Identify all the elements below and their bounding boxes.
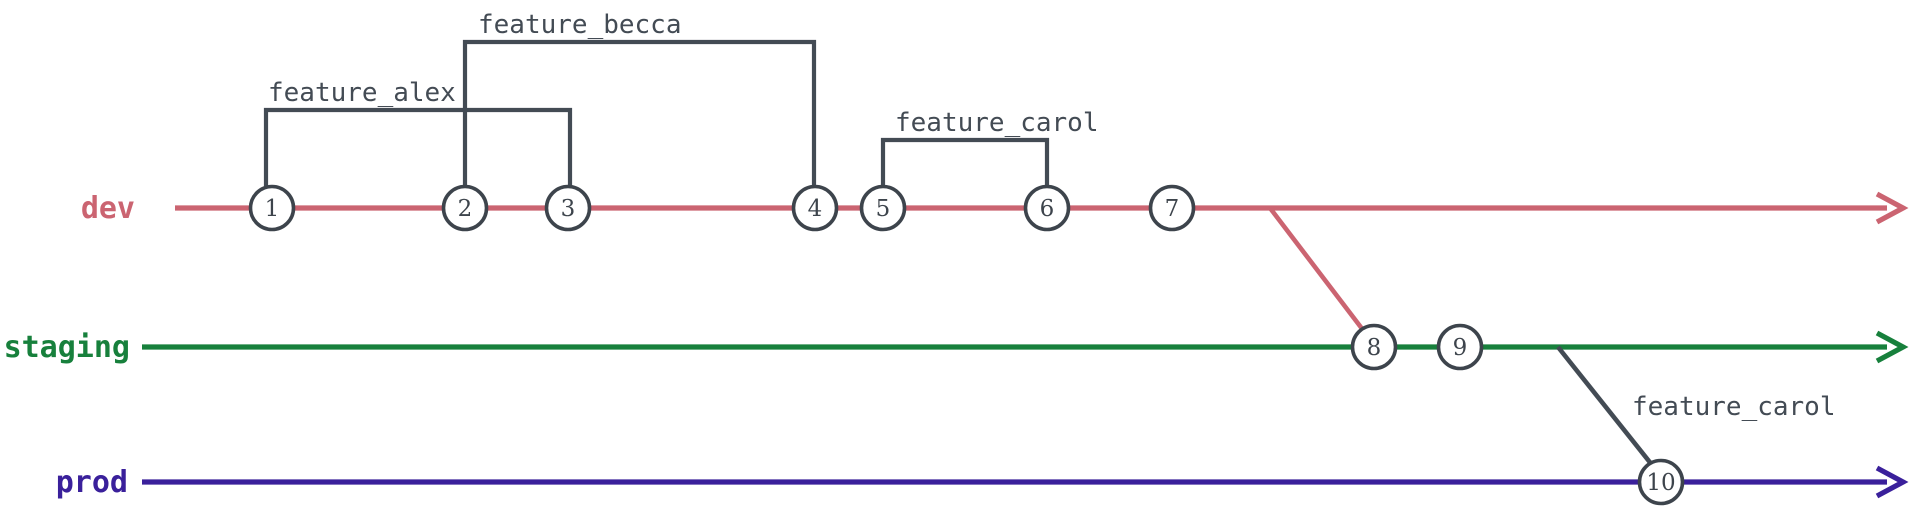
commit-number-1: 1: [265, 196, 280, 222]
branch-arrow-staging: [1875, 330, 1909, 364]
commit-node-2[interactable]: 2: [441, 184, 489, 232]
commit-number-4: 4: [808, 196, 823, 222]
feature-bracket-feature_becca: [462, 39, 817, 192]
merge-line-staging-to-prod: [1556, 345, 1654, 467]
branch-label-staging: staging: [4, 330, 130, 365]
feature-label-feature_becca: feature_becca: [478, 10, 682, 40]
commit-number-9: 9: [1453, 335, 1468, 361]
merge-label-staging-to-prod: feature_carol: [1632, 392, 1836, 422]
merge-lines-layer: [1268, 206, 1654, 467]
commit-circle-2[interactable]: [441, 184, 489, 232]
branch-arrow-dev: [1875, 191, 1909, 225]
feature-bracket-feature_alex: [263, 107, 573, 192]
commit-node-7[interactable]: 7: [1148, 184, 1196, 232]
branch-arrow-prod: [1875, 465, 1909, 499]
commit-node-9[interactable]: 9: [1436, 323, 1484, 371]
commit-circle-5[interactable]: [859, 184, 907, 232]
commit-circle-6[interactable]: [1023, 184, 1071, 232]
commit-node-10[interactable]: 10: [1637, 458, 1685, 506]
commit-circle-1[interactable]: [248, 184, 296, 232]
commit-number-8: 8: [1367, 335, 1382, 361]
feature-brackets-layer: [263, 39, 1050, 192]
feature-labels-layer: feature_alex feature_becca feature_carol: [268, 10, 1099, 138]
commit-circle-7[interactable]: [1148, 184, 1196, 232]
commit-node-5[interactable]: 5: [859, 184, 907, 232]
feature-label-feature_alex: feature_alex: [268, 78, 456, 108]
feature-bracket-feature_carol_dev: [880, 137, 1050, 192]
commit-number-6: 6: [1040, 196, 1055, 222]
commit-circle-10[interactable]: [1637, 458, 1685, 506]
commit-circle-4[interactable]: [791, 184, 839, 232]
commit-circle-9[interactable]: [1436, 323, 1484, 371]
commit-nodes-layer: 1 2 3 4 5 6 7 8 9 10: [248, 184, 1685, 506]
commit-number-2: 2: [458, 196, 473, 222]
merge-labels-layer: feature_carol: [1632, 392, 1836, 422]
merge-line-dev-to-staging: [1268, 206, 1365, 332]
branch-label-dev: dev: [81, 191, 135, 226]
commit-number-3: 3: [561, 196, 576, 222]
branch-labels-layer: dev staging prod: [4, 191, 135, 500]
commit-number-5: 5: [876, 196, 891, 222]
branch-label-prod: prod: [56, 465, 128, 500]
commit-number-7: 7: [1165, 196, 1180, 222]
commit-node-8[interactable]: 8: [1350, 323, 1398, 371]
commit-node-6[interactable]: 6: [1023, 184, 1071, 232]
commit-circle-8[interactable]: [1350, 323, 1398, 371]
commit-circle-3[interactable]: [544, 184, 592, 232]
commit-node-1[interactable]: 1: [248, 184, 296, 232]
feature-label-feature_carol_dev: feature_carol: [895, 108, 1099, 138]
commit-node-4[interactable]: 4: [791, 184, 839, 232]
commit-number-10: 10: [1646, 470, 1675, 496]
commit-node-3[interactable]: 3: [544, 184, 592, 232]
